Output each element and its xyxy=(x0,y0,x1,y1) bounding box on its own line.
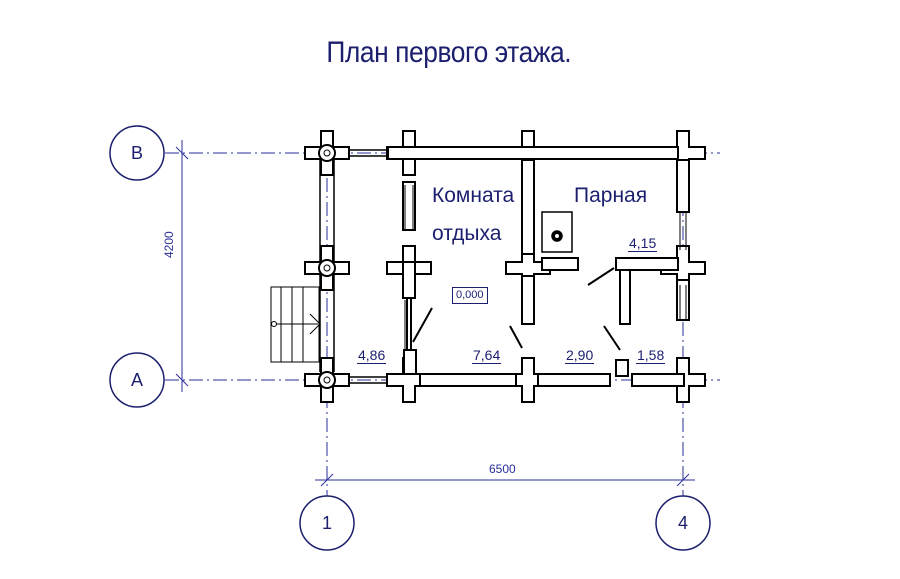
area-porch: 4,86 xyxy=(357,347,387,364)
axis-label-1: 1 xyxy=(321,513,332,533)
axis-label-a: А xyxy=(130,370,143,390)
dimension-width: 6500 xyxy=(489,462,516,476)
porch-post xyxy=(318,371,336,389)
page-title: План первого этажа. xyxy=(326,36,572,69)
room-label-steam: Парная xyxy=(574,184,648,207)
area-toilet: 1,58 xyxy=(636,347,666,364)
stove xyxy=(541,211,573,253)
axis-label-4: 4 xyxy=(677,513,688,533)
axis-marker-4 xyxy=(655,495,711,551)
axis-marker-b xyxy=(109,125,165,181)
porch-post-center xyxy=(323,264,331,272)
windows xyxy=(404,185,687,387)
dimension-lines xyxy=(175,140,695,487)
doors xyxy=(404,267,621,351)
room-label-rest-line2: отдыха xyxy=(432,222,502,245)
dimension-height: 4200 xyxy=(162,231,176,258)
porch-stairs xyxy=(270,286,321,363)
level-mark: 0,000 xyxy=(452,287,488,304)
axis-marker-1 xyxy=(299,495,355,551)
area-rest: 7,64 xyxy=(472,347,502,364)
porch-post-center xyxy=(323,376,331,384)
porch-post xyxy=(318,259,336,277)
door-posts xyxy=(403,349,629,377)
room-label-rest-line1: Комната xyxy=(432,184,515,207)
axis-label-b: В xyxy=(130,143,143,163)
area-wash: 2,90 xyxy=(565,347,595,364)
porch-post-center xyxy=(323,149,331,157)
porch-post xyxy=(318,144,336,162)
axis-marker-a xyxy=(109,352,165,408)
area-steam: 4,15 xyxy=(628,235,658,252)
axis-markers xyxy=(109,125,711,551)
